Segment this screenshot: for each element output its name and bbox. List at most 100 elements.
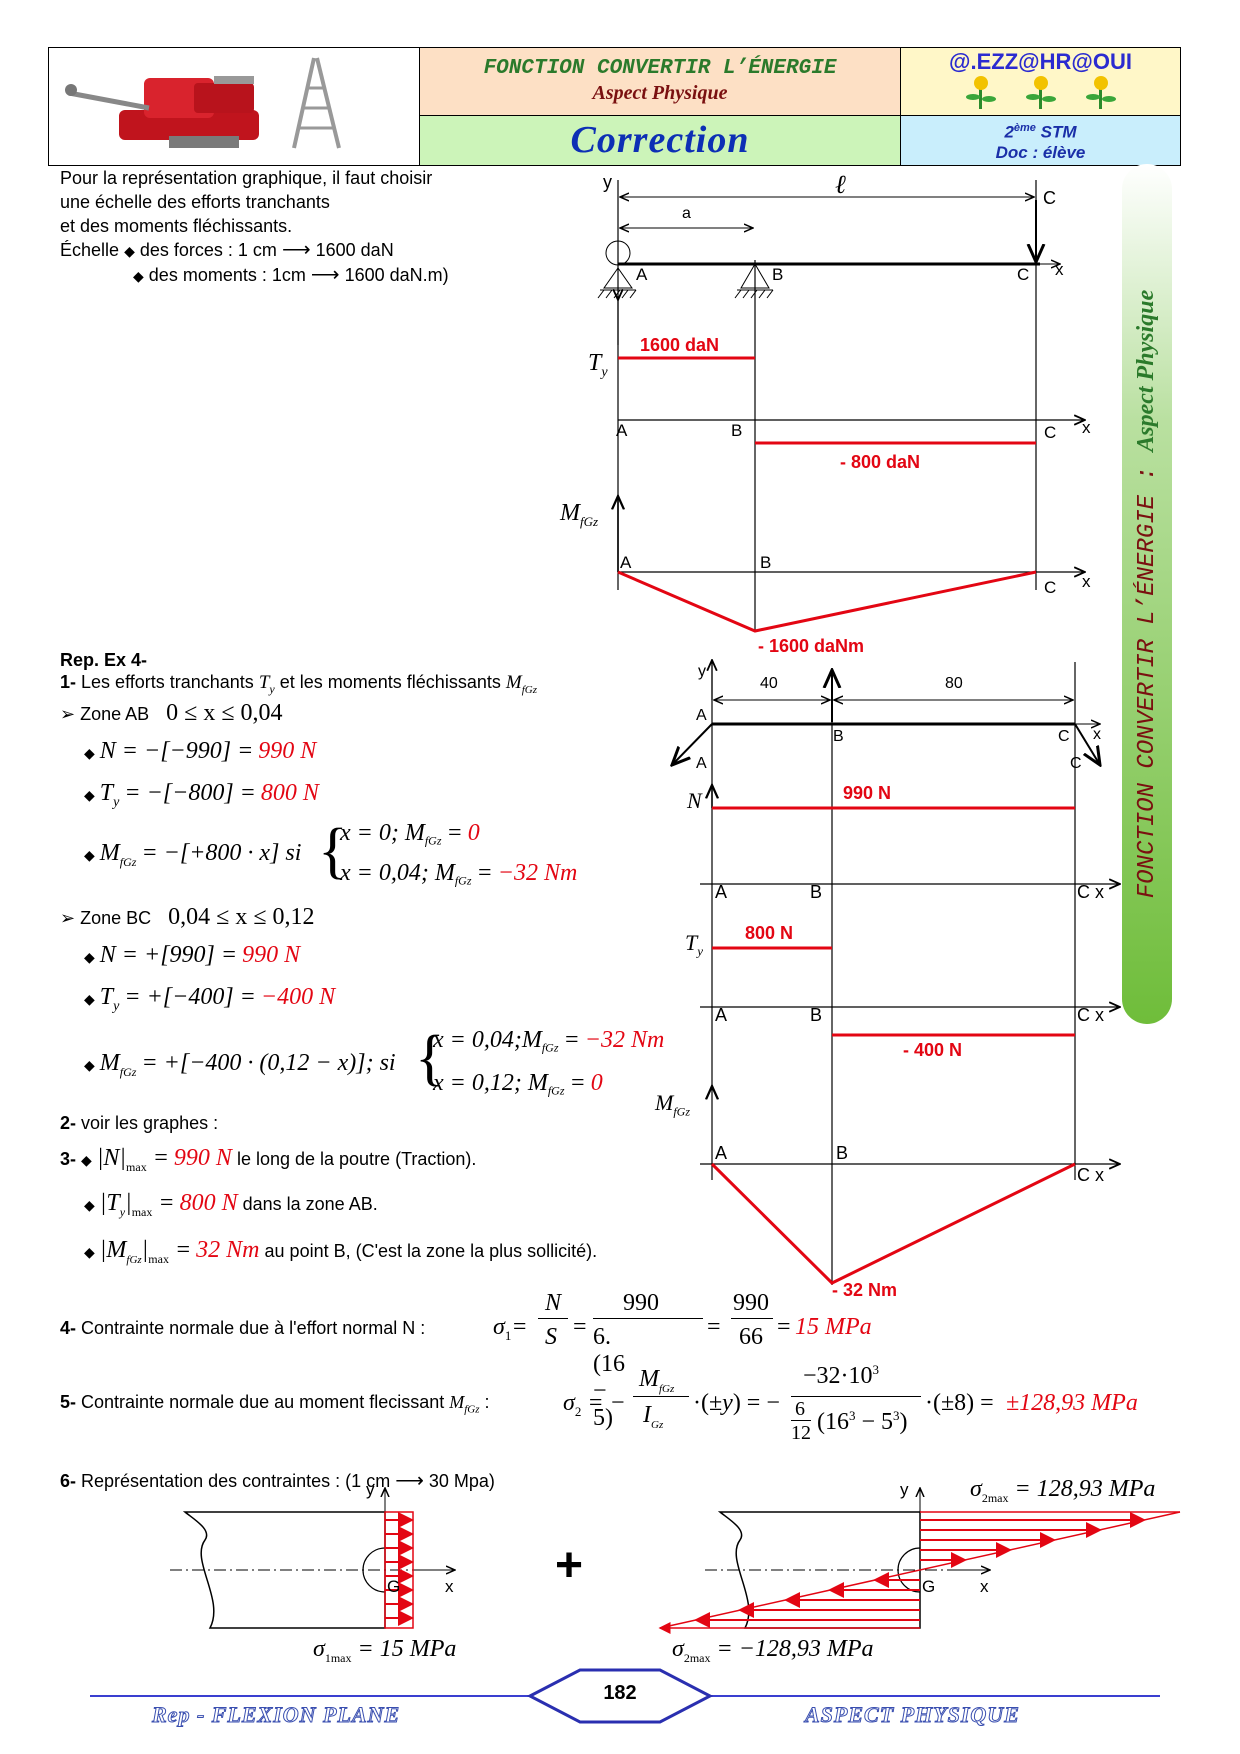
- intro-line-1: Pour la représentation graphique, il fau…: [60, 168, 433, 188]
- author-cell: @.EZZ@HR@OUI: [900, 47, 1181, 116]
- d2-point-b: B: [833, 728, 844, 745]
- q5-result: ±128,93 MPa: [1006, 1390, 1138, 1416]
- level-number: 2: [1004, 122, 1014, 142]
- doc-title: FONCTION CONVERTIR L’ÉNERGIE: [483, 57, 837, 81]
- d2-force-a: A: [696, 755, 707, 772]
- d2-ty-label: Ty: [685, 930, 704, 959]
- d1-shear-bc: - 800 daN: [840, 452, 921, 472]
- brace-bc: {: [415, 1024, 445, 1092]
- footer-right-label: ASPECT PHYSIQUE: [805, 1702, 1020, 1728]
- q2-line: 2- voir les graphes :: [60, 1113, 219, 1133]
- d2-shear-ab: 800 N: [745, 923, 794, 943]
- d1-length-label: ℓ: [835, 170, 846, 199]
- q3c-line: ◆ |MfGz|max = 32 Nm au point B, (C'est l…: [84, 1237, 598, 1266]
- d1-moment-b: - 1600 daNm: [758, 636, 865, 656]
- d2-mf-label: MfGz: [655, 1090, 690, 1119]
- bc-moment-case2: x = 0,12; MfGz = 0: [433, 1070, 603, 1098]
- d1-point-a: A: [636, 265, 648, 284]
- q6-line: 6- Représentation des contraintes : (1 c…: [60, 1470, 495, 1492]
- ab-shear-line: ◆ Ty = −[−800] = 800 N: [84, 780, 319, 810]
- footer-bar: [90, 1668, 1160, 1724]
- d1-t-x: x: [1082, 418, 1091, 437]
- d2-force-c: C: [1070, 755, 1082, 772]
- d1-t-b: B: [731, 421, 743, 440]
- s1-x: x: [445, 1577, 454, 1596]
- d2-t-a: A: [715, 1005, 728, 1025]
- d1-m-x: x: [1082, 572, 1091, 591]
- scale-label: Échelle: [60, 240, 120, 260]
- level-sup: ème: [1013, 122, 1036, 135]
- s1-y: y: [366, 1480, 375, 1499]
- sigma2-max-top: σ2max = 128,93 MPa: [970, 1476, 1156, 1505]
- bc-normal-line: ◆ N = +[990] = 990 N: [84, 942, 301, 968]
- ab-normal-line: ◆ N = −[−990] = 990 N: [84, 738, 317, 764]
- d2-m-b: B: [836, 1143, 849, 1163]
- q3a-line: 3- ◆ |N|max = 990 N le long de la poutre…: [60, 1145, 477, 1174]
- header-table: FONCTION CONVERTIR L’ÉNERGIE Aspect Phys…: [48, 47, 1181, 167]
- s1-g: G: [387, 1577, 401, 1596]
- zone-bc-line: ➢ Zone BC 0,04 ≤ x ≤ 0,12: [60, 904, 315, 930]
- d2-shear-bc: - 400 N: [903, 1040, 963, 1060]
- doc-subtitle: Aspect Physique: [592, 82, 728, 105]
- vertical-banner-sub: Aspect Physique: [1133, 289, 1159, 452]
- vertical-banner-text: FONCTION CONVERTIR L’ÉNERGIE : Aspect Ph…: [1133, 290, 1161, 898]
- level-cell: 2ème STM Doc : élève: [900, 114, 1181, 167]
- d1-a-label: a: [682, 205, 691, 222]
- d2-y-label: y: [698, 663, 706, 680]
- vertical-banner: [1122, 164, 1172, 1024]
- d2-normal-value: 990 N: [843, 783, 892, 803]
- d1-t-c: C: [1044, 423, 1057, 442]
- ab-moment-case2: x = 0,04; MfGz = −32 Nm: [340, 860, 578, 888]
- scale-moments-value: 1600 daN.m): [344, 265, 449, 285]
- d2-n-b: B: [810, 882, 823, 902]
- bc-moment-case1: x = 0,04;MfGz = −32 Nm: [433, 1027, 665, 1055]
- d2-t-b: B: [810, 1005, 823, 1025]
- brace-ab: {: [318, 817, 348, 885]
- d2-n-cx: C x: [1077, 882, 1105, 902]
- level-class: STM: [1035, 122, 1077, 142]
- d1-t-a: A: [616, 421, 628, 440]
- intro-text: Pour la représentation graphique, il fau…: [60, 168, 449, 286]
- d1-mf-label: MfGz: [560, 500, 599, 529]
- bc-shear-line: ◆ Ty = +[−400] = −400 N: [84, 984, 336, 1014]
- vise-and-ladder-icon: [65, 57, 341, 149]
- d1-m-c: C: [1044, 578, 1057, 597]
- vertical-banner-main: FONCTION CONVERTIR L’ÉNERGIE :: [1134, 466, 1161, 899]
- s2-y: y: [900, 1480, 909, 1499]
- d2-m-cx: C x: [1077, 1165, 1105, 1185]
- plus-sign: +: [555, 1539, 584, 1592]
- sigma2-max-bottom: σ2max = −128,93 MPa: [672, 1636, 874, 1665]
- d2-n-label: N: [687, 788, 702, 813]
- ab-moment-line: ◆ MfGz = −[+800 · x] si: [84, 840, 302, 869]
- answer-title: Rep. Ex 4-: [60, 650, 148, 670]
- d1-force-c-label: C: [1043, 188, 1056, 208]
- q5-line: 5- Contrainte normale due au moment flec…: [60, 1392, 490, 1416]
- intro-line-2: une échelle des efforts tranchants: [60, 192, 330, 212]
- d2-dim-80: 80: [945, 675, 963, 692]
- d1-m-b: B: [760, 553, 772, 572]
- d2-point-a: A: [696, 707, 707, 724]
- title-cell: FONCTION CONVERTIR L’ÉNERGIE Aspect Phys…: [419, 47, 901, 116]
- footer-left-label: Rep - FLEXION PLANE: [151, 1702, 401, 1728]
- scale-moments: des moments : 1cm: [148, 265, 306, 285]
- d2-m-a: A: [715, 1143, 728, 1163]
- scale-forces-value: 1600 daN: [315, 240, 394, 260]
- page-number: 182: [603, 1682, 637, 1704]
- d1-point-b: B: [772, 265, 784, 284]
- d1-point-c: C: [1017, 265, 1030, 284]
- q1-line: 1- Les efforts tranchants Ty et les mome…: [60, 672, 537, 696]
- d1-x-label: x: [1055, 260, 1064, 279]
- s2-x: x: [980, 1577, 989, 1596]
- author-name: @.EZZ@HR@OUI: [949, 48, 1132, 74]
- zone-ab-line: ➢ Zone AB 0 ≤ x ≤ 0,04: [60, 700, 283, 726]
- d2-x-label: x: [1093, 726, 1101, 743]
- sigma1-max: σ1max = 15 MPa: [313, 1636, 457, 1665]
- intro-line-3: et des moments fléchissants.: [60, 216, 293, 236]
- q3b-line: ◆ |Ty|max = 800 N dans la zone AB.: [84, 1190, 378, 1219]
- scale-forces: des forces : 1 cm: [139, 240, 277, 260]
- doc-type: Doc : élève: [995, 142, 1086, 162]
- ab-moment-case1: x = 0; MfGz = 0: [340, 820, 480, 848]
- q4-line: 4- Contrainte normale due à l'effort nor…: [60, 1318, 426, 1338]
- d2-n-a: A: [715, 882, 728, 902]
- q4-result: 15 MPa: [795, 1314, 872, 1340]
